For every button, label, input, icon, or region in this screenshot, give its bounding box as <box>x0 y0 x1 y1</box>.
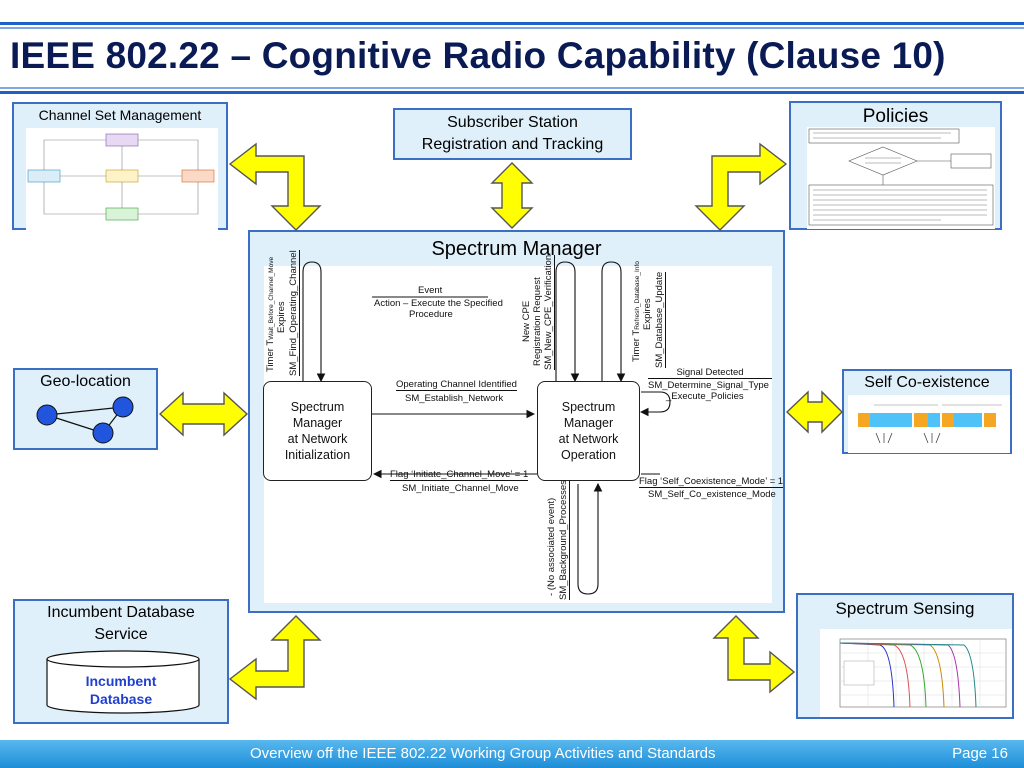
incumbent-db-label-line2: Database <box>89 691 153 707</box>
arrow-self-coex-spectrum-manager <box>785 390 843 434</box>
legend-action-line1: Action – Execute the Specified <box>374 298 503 309</box>
state-op-line2: Manager <box>563 416 614 430</box>
footer-bar: Overview off the IEEE 802.22 Working Gro… <box>0 740 1024 768</box>
label-operating-channel-identified: Operating Channel Identified <box>396 379 517 391</box>
arrow-policies-spectrum-manager <box>694 142 788 231</box>
label-sm-self-coexistence-mode: SM_Self_Co_existence_Mode <box>648 489 776 500</box>
title-bar-inner-border <box>0 27 1024 89</box>
policies-flowchart-thumbnail <box>807 127 995 229</box>
panel-self-coexistence: Self Co-existence <box>842 369 1012 454</box>
panel-geo-location: Geo-location <box>13 368 158 450</box>
state-op-line4: Operation <box>561 448 616 462</box>
panel-channel-set-management: Channel Set Management <box>12 102 228 230</box>
geo-network-icon <box>36 396 134 444</box>
state-op-line3: at Network <box>558 432 619 446</box>
channel-set-title: Channel Set Management <box>38 107 202 123</box>
arrow-channel-set-spectrum-manager <box>228 142 322 231</box>
footer-page-number: Page 16 <box>952 745 1008 762</box>
label-execute-policies: _Execute_Policies <box>666 391 744 402</box>
policies-title: Policies <box>862 106 929 127</box>
spectrum-manager-title: Spectrum Manager <box>431 238 602 260</box>
arrow-spectrum-sensing-spectrum-manager <box>712 615 796 694</box>
state-init-line1: Spectrum <box>290 400 345 414</box>
spectrum-sensing-curves-thumbnail <box>820 629 1012 717</box>
label-signal-detected: Signal Detected <box>648 367 772 379</box>
database-cylinder-icon <box>46 650 200 714</box>
state-init-line3: at Network <box>287 432 348 446</box>
footer-text: Overview off the IEEE 802.22 Working Gro… <box>250 745 716 762</box>
label-flag-self-coexistence-mode: Flag ‘Self_Coexistence_Mode’ = 1 <box>639 476 784 488</box>
label-flag-initiate-channel-move: Flag ‘Initiate_Channel_Move’ = 1 <box>390 469 529 481</box>
panel-spectrum-sensing: Spectrum Sensing <box>796 593 1014 719</box>
incumbent-title-line1: Incumbent Database <box>47 604 195 621</box>
page-title: IEEE 802.22 – Cognitive Radio Capability… <box>10 35 946 76</box>
panel-incumbent-database: Incumbent Database Service Incumbent Dat… <box>13 599 229 724</box>
arrow-geo-spectrum-manager <box>158 391 249 437</box>
state-init-line4: Initialization <box>284 448 351 462</box>
subscriber-title-line2: Registration and Tracking <box>421 136 604 153</box>
state-op-line1: Spectrum <box>561 400 616 414</box>
channel-set-thumbnail <box>26 128 218 230</box>
incumbent-db-label-line1: Incumbent <box>85 673 157 689</box>
state-network-operation: Spectrum Manager at Network Operation <box>537 381 640 481</box>
label-sm-establish-network: SM_Establish_Network <box>405 393 504 404</box>
subscriber-title-line1: Subscriber Station <box>447 114 578 131</box>
arrow-subscriber-spectrum-manager <box>490 162 534 229</box>
spectrum-sensing-title: Spectrum Sensing <box>835 599 975 618</box>
state-init-line2: Manager <box>292 416 343 430</box>
label-sm-determine-signal-type: SM_Determine_Signal_Type <box>648 380 769 391</box>
geo-title: Geo-location <box>40 373 131 390</box>
label-sm-initiate-channel-move: SM_Initiate_Channel_Move <box>402 483 519 494</box>
self-coex-title: Self Co-existence <box>864 374 990 391</box>
self-coex-frame-thumbnail <box>848 395 1010 453</box>
legend-event: Event <box>418 285 443 296</box>
arrow-incumbent-spectrum-manager <box>228 615 322 701</box>
panel-policies: Policies <box>789 101 1002 230</box>
legend-action-line2: Procedure <box>409 309 453 320</box>
panel-subscriber-station: Subscriber Station Registration and Trac… <box>393 108 632 160</box>
state-network-initialization: Spectrum Manager at Network Initializati… <box>263 381 372 481</box>
title-top-band <box>0 0 1024 22</box>
title-bar: IEEE 802.22 – Cognitive Radio Capability… <box>0 22 1024 94</box>
incumbent-title-line2: Service <box>94 626 148 643</box>
